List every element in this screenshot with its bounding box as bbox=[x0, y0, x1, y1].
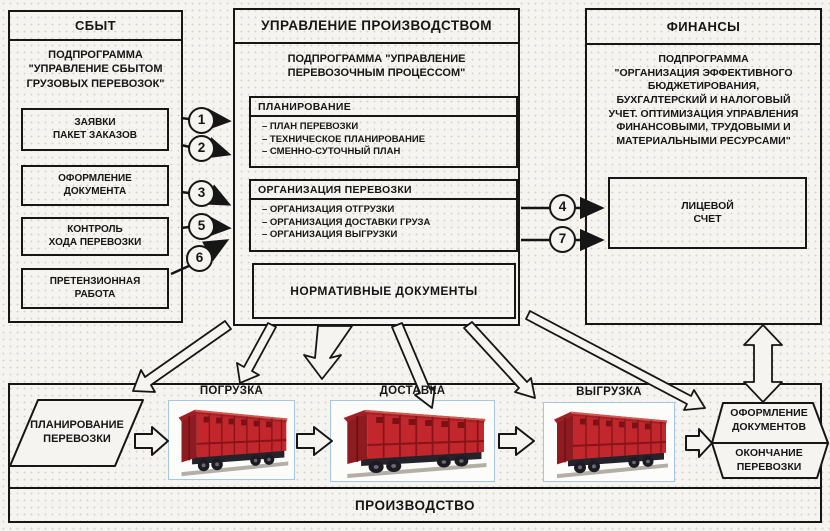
stage-label-unloading: ВЫГРУЗКА bbox=[576, 386, 642, 398]
normative-section: НОРМАТИВНЫЕ ДОКУМЕНТЫ bbox=[252, 263, 516, 319]
fan-arrow-to-planning bbox=[132, 320, 232, 393]
connector-node-3: 3 bbox=[188, 180, 215, 207]
flow-finish-label: ОКОНЧАНИЕ ПЕРЕВОЗКИ bbox=[735, 447, 803, 473]
production-divider bbox=[8, 487, 822, 489]
normative-label: НОРМАТИВНЫЕ ДОКУМЕНТЫ bbox=[290, 284, 478, 298]
production-subtitle: ПОДПРОГРАММА "УПРАВЛЕНИЕ ПЕРЕВОЗОЧНЫМ ПР… bbox=[287, 53, 466, 80]
sales-item-claims: ПРЕТЕНЗИОННАЯ РАБОТА bbox=[21, 268, 169, 309]
planning-header: ПЛАНИРОВАНИЕ bbox=[251, 98, 516, 117]
flow-planning-label: ПЛАНИРОВАНИЕ ПЕРЕВОЗКИ bbox=[30, 419, 124, 446]
flow-docs-label: ОФОРМЛЕНИЕ ДОКУМЕНТОВ bbox=[730, 407, 808, 433]
production-title: УПРАВЛЕНИЕ ПРОИЗВОДСТВОМ bbox=[235, 10, 518, 44]
connector-arrow bbox=[201, 239, 230, 262]
boxcar-icon bbox=[544, 403, 674, 481]
connector-arrow bbox=[205, 215, 232, 238]
planning-section: ПЛАНИРОВАНИЕ – ПЛАН ПЕРЕВОЗКИ – ТЕХНИЧЕС… bbox=[249, 96, 518, 168]
production-block: УПРАВЛЕНИЕ ПРОИЗВОДСТВОМ ПОДПРОГРАММА "У… bbox=[233, 8, 520, 326]
connector-node-7: 7 bbox=[549, 226, 576, 253]
organization-item: – ОРГАНИЗАЦИЯ ВЫГРУЗКИ bbox=[262, 229, 398, 241]
planning-item: – СМЕННО-СУТОЧНЫЙ ПЛАН bbox=[262, 146, 401, 158]
connector-arrow bbox=[205, 108, 232, 131]
connector-node-6: 6 bbox=[186, 245, 213, 272]
connector-node-2: 2 bbox=[188, 135, 215, 162]
sales-subtitle: ПОДПРОГРАММА "УПРАВЛЕНИЕ СБЫТОМ ГРУЗОВЫХ… bbox=[26, 49, 165, 90]
organization-section: ОРГАНИЗАЦИЯ ПЕРЕВОЗКИ – ОРГАНИЗАЦИЯ ОТГР… bbox=[249, 179, 518, 252]
connector-arrow bbox=[203, 184, 232, 206]
sales-title: СБЫТ bbox=[10, 12, 181, 41]
finance-block: ФИНАНСЫ ПОДПРОГРАММА "ОРГАНИЗАЦИЯ ЭФФЕКТ… bbox=[585, 8, 822, 325]
connector-arrow bbox=[204, 136, 232, 159]
wagon-image-unloading bbox=[543, 402, 675, 482]
sales-block: СБЫТ ПОДПРОГРАММА "УПРАВЛЕНИЕ СБЫТОМ ГРУ… bbox=[8, 10, 183, 323]
organization-item: – ОРГАНИЗАЦИЯ ОТГРУЗКИ bbox=[262, 204, 395, 215]
wagon-image-loading bbox=[168, 400, 295, 480]
boxcar-icon bbox=[331, 401, 494, 481]
finance-subtitle: ПОДПРОГРАММА "ОРГАНИЗАЦИЯ ЭФФЕКТИВНОГО Б… bbox=[608, 53, 799, 147]
organization-item: – ОРГАНИЗАЦИЯ ДОСТАВКИ ГРУЗА bbox=[262, 216, 431, 228]
sales-item-paperwork: ОФОРМЛЕНИЕ ДОКУМЕНТА bbox=[21, 165, 169, 206]
connector-node-4: 4 bbox=[549, 194, 576, 221]
wagon-image-delivery bbox=[330, 400, 495, 482]
production-footer-label: ПРОИЗВОДСТВО bbox=[354, 497, 476, 513]
stage-label-loading: ПОГРУЗКА bbox=[199, 385, 264, 397]
connector-node-1: 1 bbox=[188, 107, 215, 134]
stage-label-delivery: ДОСТАВКА bbox=[379, 385, 446, 397]
organization-header: ОРГАНИЗАЦИЯ ПЕРЕВОЗКИ bbox=[251, 181, 516, 200]
sales-item-orders: ЗАЯВКИ ПАКЕТ ЗАКАЗОВ bbox=[21, 108, 169, 151]
sales-item-control: КОНТРОЛЬ ХОДА ПЕРЕВОЗКИ bbox=[21, 217, 169, 256]
finance-title: ФИНАНСЫ bbox=[587, 10, 820, 45]
connector-node-5: 5 bbox=[188, 213, 215, 240]
boxcar-icon bbox=[169, 401, 294, 479]
planning-item: – ТЕХНИЧЕСКОЕ ПЛАНИРОВАНИЕ bbox=[262, 133, 426, 145]
fan-arrow-to-loading bbox=[236, 322, 277, 384]
fan-arrow-to-delivery-left bbox=[303, 325, 353, 380]
personal-account-box: ЛИЦЕВОЙ СЧЕТ bbox=[608, 177, 807, 249]
planning-item: – ПЛАН ПЕРЕВОЗКИ bbox=[262, 121, 359, 132]
